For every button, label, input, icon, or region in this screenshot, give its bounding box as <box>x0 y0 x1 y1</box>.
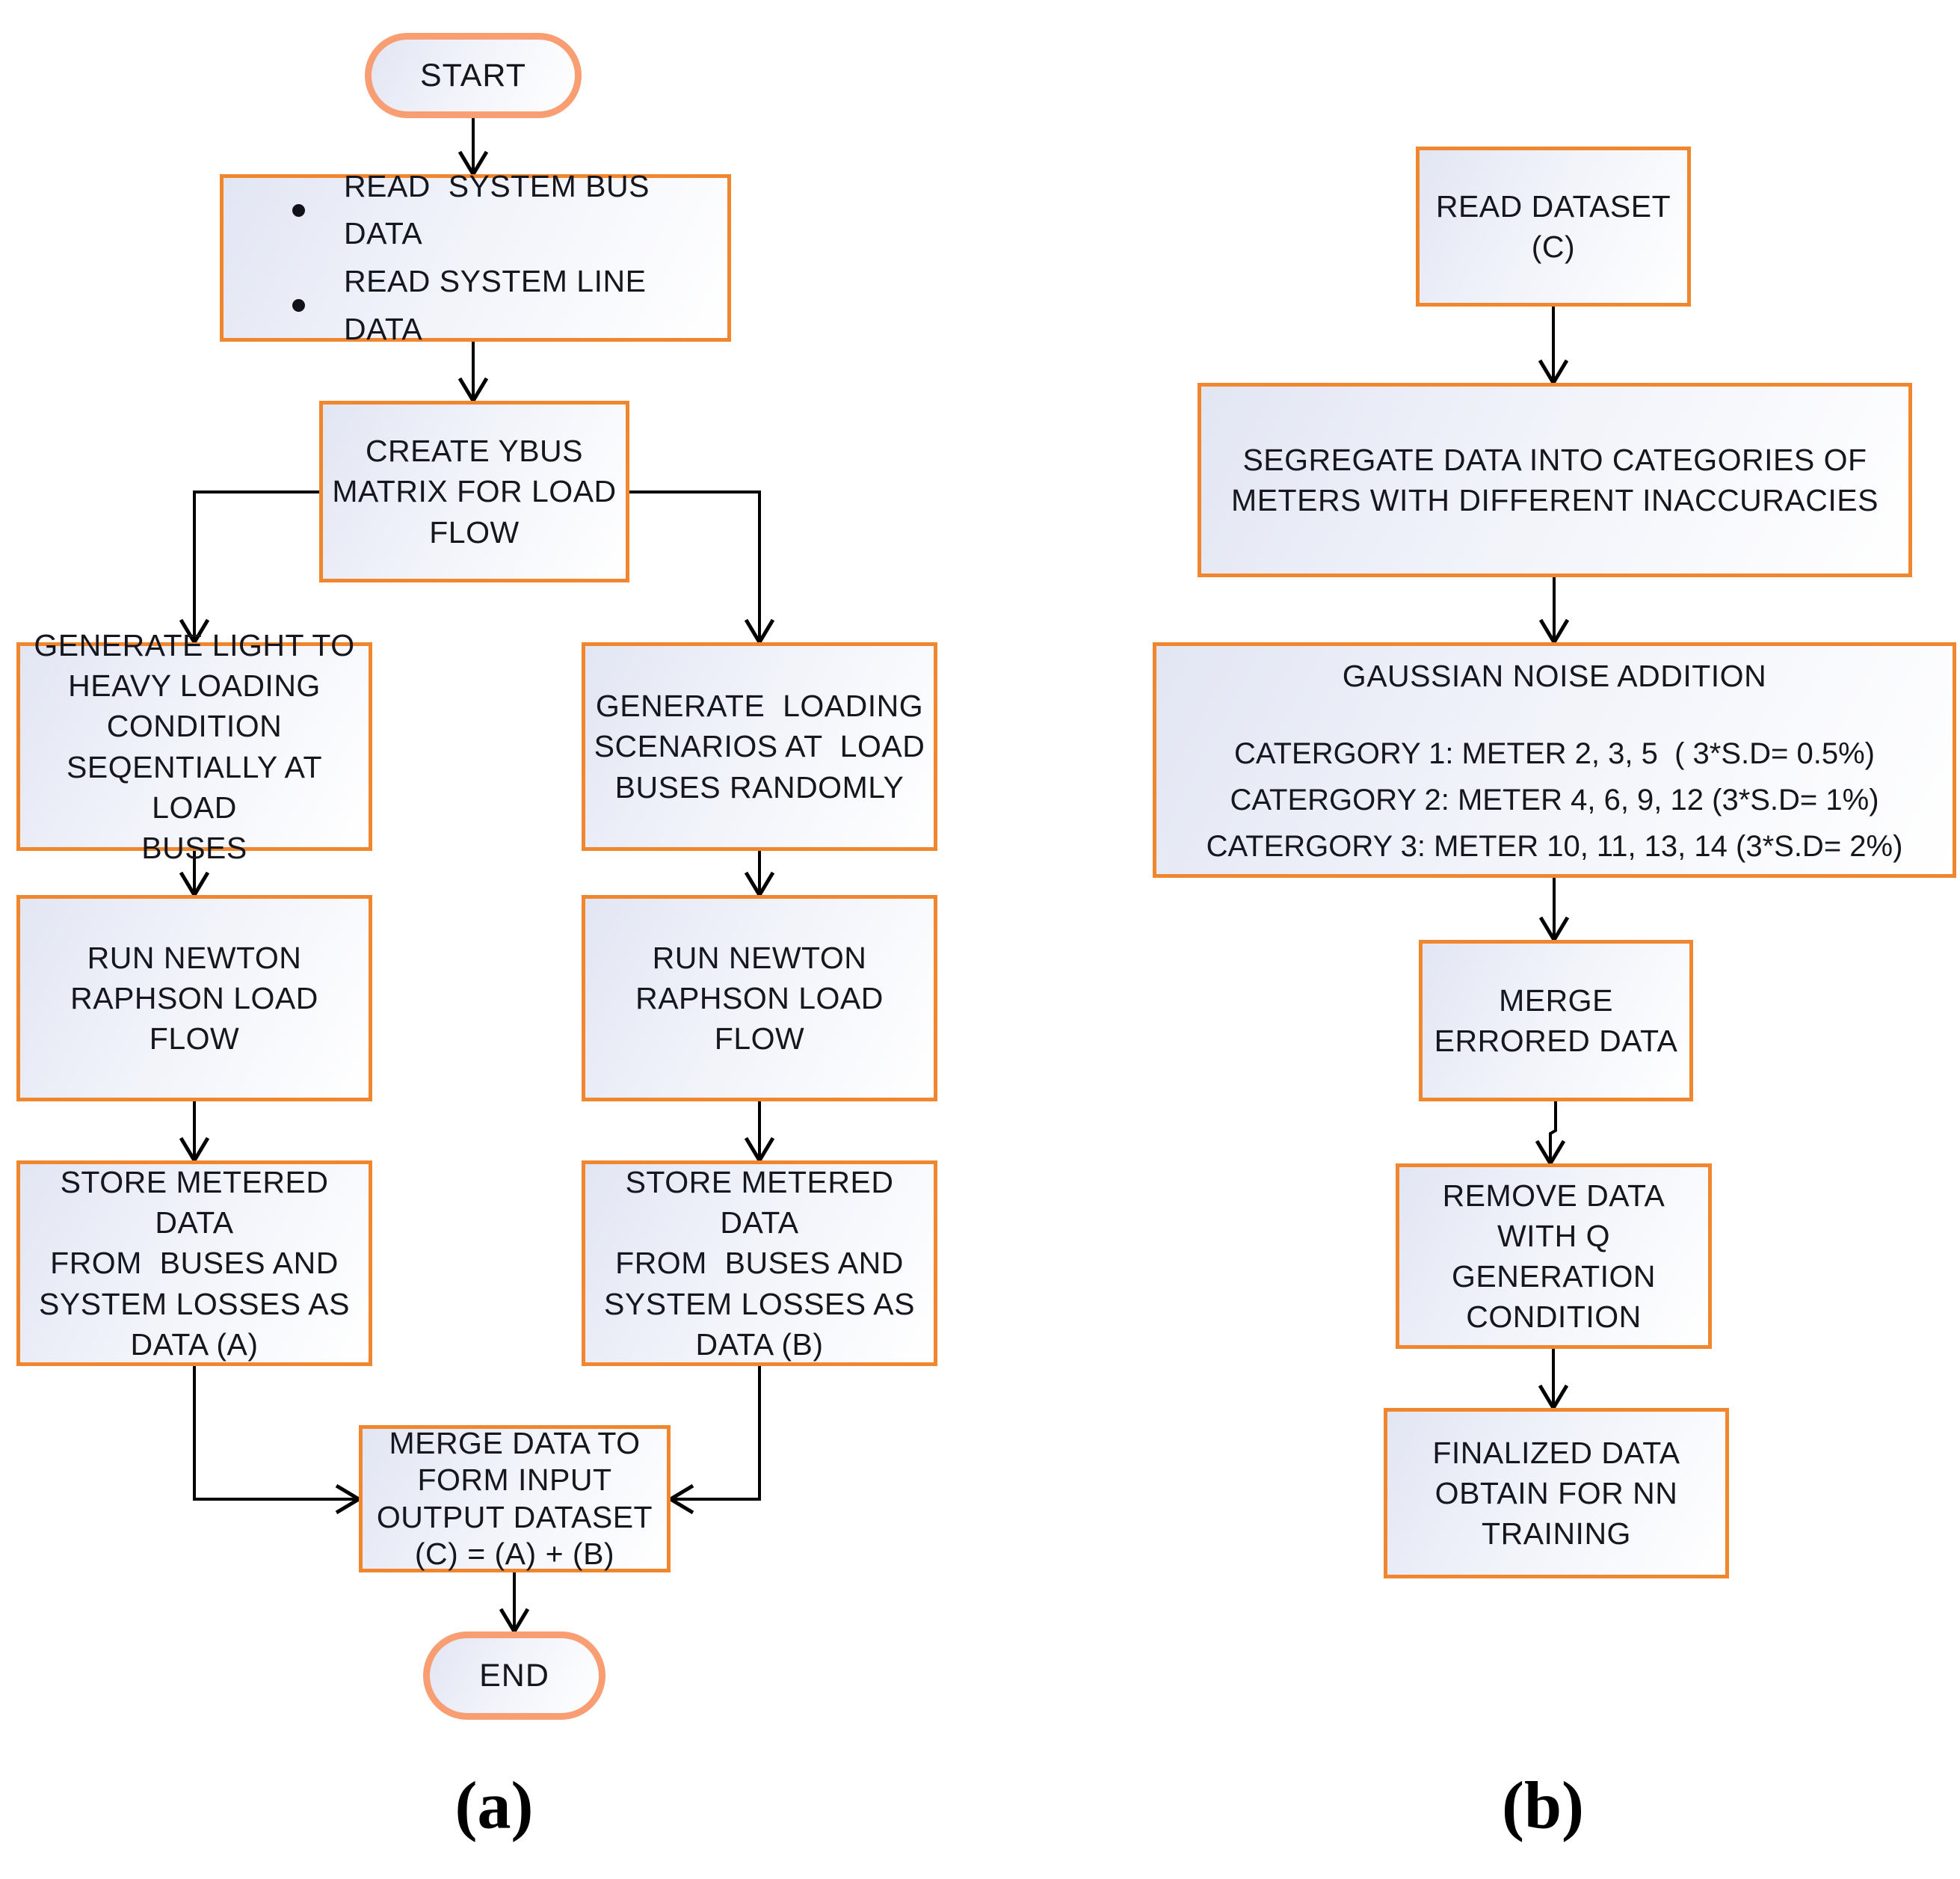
arrow-store-a-to-merge <box>193 1366 363 1515</box>
create-ybus-label: CREATE YBUS MATRIX FOR LOAD FLOW <box>332 434 617 550</box>
newton-raphson-left-label: RUN NEWTON RAPHSON LOAD FLOW <box>70 940 318 1057</box>
arrow-merge-errored-to-remove <box>1535 1101 1566 1167</box>
arrow-store-b-to-merge <box>667 1366 761 1515</box>
merge-dataset-node: MERGE DATA TO FORM INPUT OUTPUT DATASET … <box>359 1425 671 1572</box>
merge-errored-node: MERGE ERRORED DATA <box>1419 940 1693 1101</box>
read-dataset-label: READ DATASET (C) <box>1435 188 1671 264</box>
start-node: START <box>365 33 582 118</box>
segregate-label: SEGREGATE DATA INTO CATEGORIES OF METERS… <box>1231 442 1879 517</box>
read-bus-data-label: READ SYSTEM BUS DATA <box>344 168 659 251</box>
remove-q-label: REMOVE DATA WITH Q GENERATION CONDITION <box>1442 1178 1665 1335</box>
bullet-icon <box>292 299 305 313</box>
store-data-b-label: STORE METERED DATA FROM BUSES AND SYSTEM… <box>604 1165 915 1362</box>
read-system-data-node: READ SYSTEM BUS DATA READ SYSTEM LINE DA… <box>220 169 731 346</box>
generate-random-label: GENERATE LOADING SCENARIOS AT LOAD BUSES… <box>594 689 925 805</box>
gaussian-category-1: CATERGORY 1: METER 2, 3, 5 ( 3*S.D= 0.5%… <box>1234 737 1875 770</box>
store-data-a-label: STORE METERED DATA FROM BUSES AND SYSTEM… <box>39 1165 350 1362</box>
newton-raphson-left-node: RUN NEWTON RAPHSON LOAD FLOW <box>16 895 372 1101</box>
read-line-data-row: READ SYSTEM LINE DATA <box>292 258 720 353</box>
end-label: END <box>479 1657 549 1694</box>
generate-sequential-node: GENERATE LIGHT TO HEAVY LOADING CONDITIO… <box>16 628 372 865</box>
read-bus-data-row: READ SYSTEM BUS DATA <box>292 163 720 258</box>
create-ybus-node: CREATE YBUS MATRIX FOR LOAD FLOW <box>319 401 629 582</box>
arrow-ybus-to-generate-right <box>629 490 775 646</box>
caption-b: (b) <box>1502 1768 1584 1843</box>
gaussian-category-3: CATERGORY 3: METER 10, 11, 13, 14 (3*S.D… <box>1206 830 1903 863</box>
store-data-a-node: STORE METERED DATA FROM BUSES AND SYSTEM… <box>16 1160 372 1366</box>
caption-a: (a) <box>454 1768 534 1843</box>
bullet-icon <box>292 203 305 217</box>
gaussian-category-2: CATERGORY 2: METER 4, 6, 9, 12 (3*S.D= 1… <box>1230 784 1879 817</box>
arrow-ybus-to-generate-left <box>179 490 319 646</box>
finalized-data-label: FINALIZED DATA OBTAIN FOR NN TRAINING <box>1432 1435 1680 1552</box>
remove-q-node: REMOVE DATA WITH Q GENERATION CONDITION <box>1396 1163 1712 1349</box>
start-label: START <box>420 57 526 93</box>
merge-errored-label: MERGE ERRORED DATA <box>1434 982 1678 1058</box>
read-line-data-label: READ SYSTEM LINE DATA <box>344 264 656 346</box>
end-node: END <box>423 1632 605 1720</box>
store-data-b-node: STORE METERED DATA FROM BUSES AND SYSTEM… <box>582 1160 937 1366</box>
merge-dataset-label: MERGE DATA TO FORM INPUT OUTPUT DATASET … <box>376 1426 653 1571</box>
gaussian-noise-node: GAUSSIAN NOISE ADDITION CATERGORY 1: MET… <box>1153 642 1956 878</box>
newton-raphson-right-label: RUN NEWTON RAPHSON LOAD FLOW <box>635 940 884 1057</box>
gaussian-title: GAUSSIAN NOISE ADDITION <box>1342 659 1767 693</box>
generate-sequential-label: GENERATE LIGHT TO HEAVY LOADING CONDITIO… <box>34 628 355 865</box>
newton-raphson-right-node: RUN NEWTON RAPHSON LOAD FLOW <box>582 895 937 1101</box>
generate-random-node: GENERATE LOADING SCENARIOS AT LOAD BUSES… <box>582 642 937 851</box>
read-dataset-node: READ DATASET (C) <box>1416 147 1691 307</box>
finalized-data-node: FINALIZED DATA OBTAIN FOR NN TRAINING <box>1384 1408 1729 1578</box>
segregate-node: SEGREGATE DATA INTO CATEGORIES OF METERS… <box>1198 383 1912 577</box>
